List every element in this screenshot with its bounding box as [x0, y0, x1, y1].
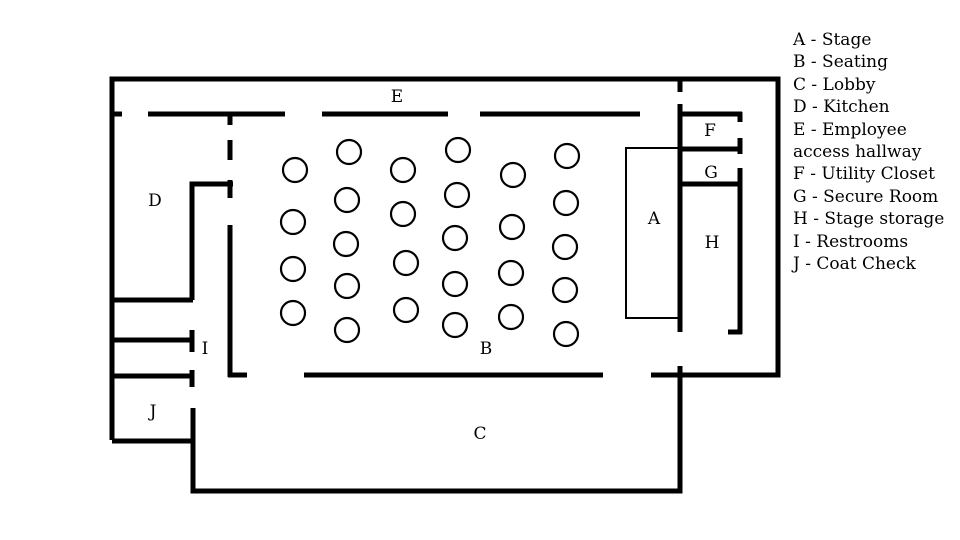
legend-item-stage: A - Stage — [793, 30, 872, 50]
legend-item-employee-hallway: E - Employee — [793, 119, 907, 140]
legend-item-restrooms: I - Restrooms — [793, 231, 909, 252]
kitchen-walls — [112, 181, 233, 387]
room-label-i: I — [202, 339, 209, 359]
seat — [444, 136, 472, 164]
seat — [279, 208, 307, 236]
seat — [441, 270, 469, 298]
seat — [333, 186, 361, 214]
seat — [552, 189, 580, 217]
legend-item-stage-storage: H - Stage storage — [793, 209, 945, 230]
seat — [281, 156, 309, 184]
room-label-c: C — [473, 424, 486, 444]
seat — [497, 303, 525, 331]
room-label-d: D — [148, 191, 162, 211]
seat — [279, 255, 307, 283]
legend-item-employee-hallway-cont: access hallway — [793, 142, 922, 163]
seat — [553, 142, 581, 170]
room-label-f: F — [704, 121, 716, 141]
legend: A - Stage B - Seating C - Lobby D - Kitc… — [793, 29, 944, 275]
seat — [497, 259, 525, 287]
seat — [552, 320, 580, 348]
seat — [392, 249, 420, 277]
seat — [551, 233, 579, 261]
seat — [441, 311, 469, 339]
seat — [279, 299, 307, 327]
room-label-a: A — [647, 209, 661, 229]
stage — [625, 147, 680, 319]
seat — [499, 161, 527, 189]
legend-item-seating: B - Seating — [793, 52, 888, 73]
seat — [392, 296, 420, 324]
seats — [279, 136, 581, 348]
seat — [333, 316, 361, 344]
legend-item-coat-check: J - Coat Check — [793, 254, 916, 275]
seat — [389, 200, 417, 228]
seat — [551, 276, 579, 304]
seat — [333, 272, 361, 300]
seat — [443, 181, 471, 209]
room-label-e: E — [391, 87, 403, 107]
legend-item-utility-closet: F - Utility Closet — [793, 164, 935, 185]
back-rooms-walls — [680, 112, 743, 335]
room-label-g: G — [704, 163, 718, 183]
seat — [441, 224, 469, 252]
outer-walls — [109, 76, 781, 494]
legend-item-secure-room: G - Secure Room — [793, 186, 939, 207]
legend-item-kitchen: D - Kitchen — [793, 97, 890, 118]
seat — [335, 138, 363, 166]
room-label-j: J — [148, 402, 157, 422]
seat — [498, 213, 526, 241]
legend-item-lobby: C - Lobby — [793, 74, 876, 95]
seat — [332, 230, 360, 258]
room-label-b: B — [480, 339, 493, 359]
seat — [389, 156, 417, 184]
room-label-h: H — [705, 233, 720, 253]
